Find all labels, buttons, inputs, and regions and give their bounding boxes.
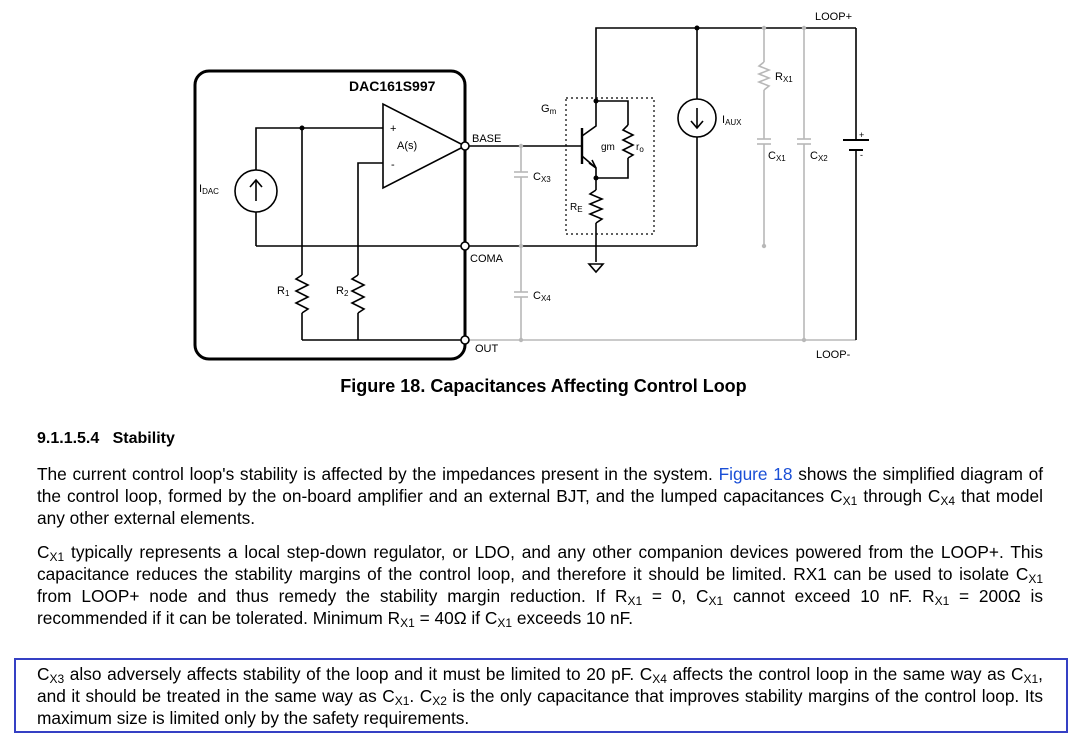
amp-plus-label: + — [390, 123, 396, 135]
r2-resistor-symbol — [350, 274, 366, 314]
base-pin — [460, 141, 470, 151]
highlight-box — [14, 658, 1068, 733]
amp-label: A(s) — [397, 140, 417, 152]
circuit-schematic: DAC161S997 + - A(s) BASE COMA OUT LOOP+ … — [193, 11, 869, 361]
battery-plus-label: + — [859, 130, 864, 140]
section-heading: 9.1.1.5.4 Stability — [37, 430, 175, 448]
rx1-label: RX1 — [775, 71, 793, 84]
idac-source-symbol — [234, 169, 278, 213]
r1-label: R1 — [277, 285, 290, 298]
r1-resistor-symbol — [294, 274, 310, 314]
gm-small-label: gm — [601, 142, 615, 153]
section-title: Stability — [112, 430, 175, 447]
out-label: OUT — [475, 343, 499, 355]
rx1-resistor-symbol — [756, 61, 772, 91]
cx4-label: CX4 — [533, 290, 551, 303]
re-resistor-symbol — [587, 189, 605, 224]
section-number: 9.1.1.5.4 — [37, 430, 100, 447]
figure-caption: Figure 18. Capacitances Affecting Contro… — [340, 376, 747, 396]
loop-minus-label: LOOP- — [816, 349, 851, 361]
amp-minus-label: - — [391, 159, 395, 171]
cx2-label: CX2 — [810, 150, 828, 163]
iaux-label: IAUX — [722, 114, 742, 127]
paragraph-3: CX3 also adversely affects stability of … — [37, 664, 1043, 728]
loop-plus-label: LOOP+ — [815, 11, 852, 23]
ground-symbol — [587, 263, 605, 274]
ro-label: ro — [636, 142, 644, 154]
coma-label: COMA — [470, 253, 504, 265]
base-label: BASE — [472, 133, 501, 145]
re-label: RE — [570, 202, 583, 214]
out-pin — [460, 335, 470, 345]
r2-label: R2 — [336, 285, 349, 298]
coma-pin — [460, 241, 470, 251]
amplifier-symbol — [382, 102, 467, 190]
cx1-label: CX1 — [768, 150, 786, 163]
paragraph-2: CX1 typically represents a local step-do… — [37, 542, 1043, 630]
battery-minus-label: - — [860, 150, 863, 160]
figure-18-link[interactable]: Figure 18 — [718, 464, 793, 484]
paragraph-1: The current control loop's stability is … — [37, 464, 1044, 528]
gm-box-label: Gm — [541, 103, 557, 116]
chip-outline — [193, 69, 467, 361]
idac-label: IDAC — [199, 183, 219, 196]
gm-dotted-box — [565, 97, 655, 235]
cx3-label: CX3 — [533, 171, 551, 184]
ro-resistor-symbol — [621, 124, 635, 159]
chip-name: DAC161S997 — [349, 78, 436, 94]
